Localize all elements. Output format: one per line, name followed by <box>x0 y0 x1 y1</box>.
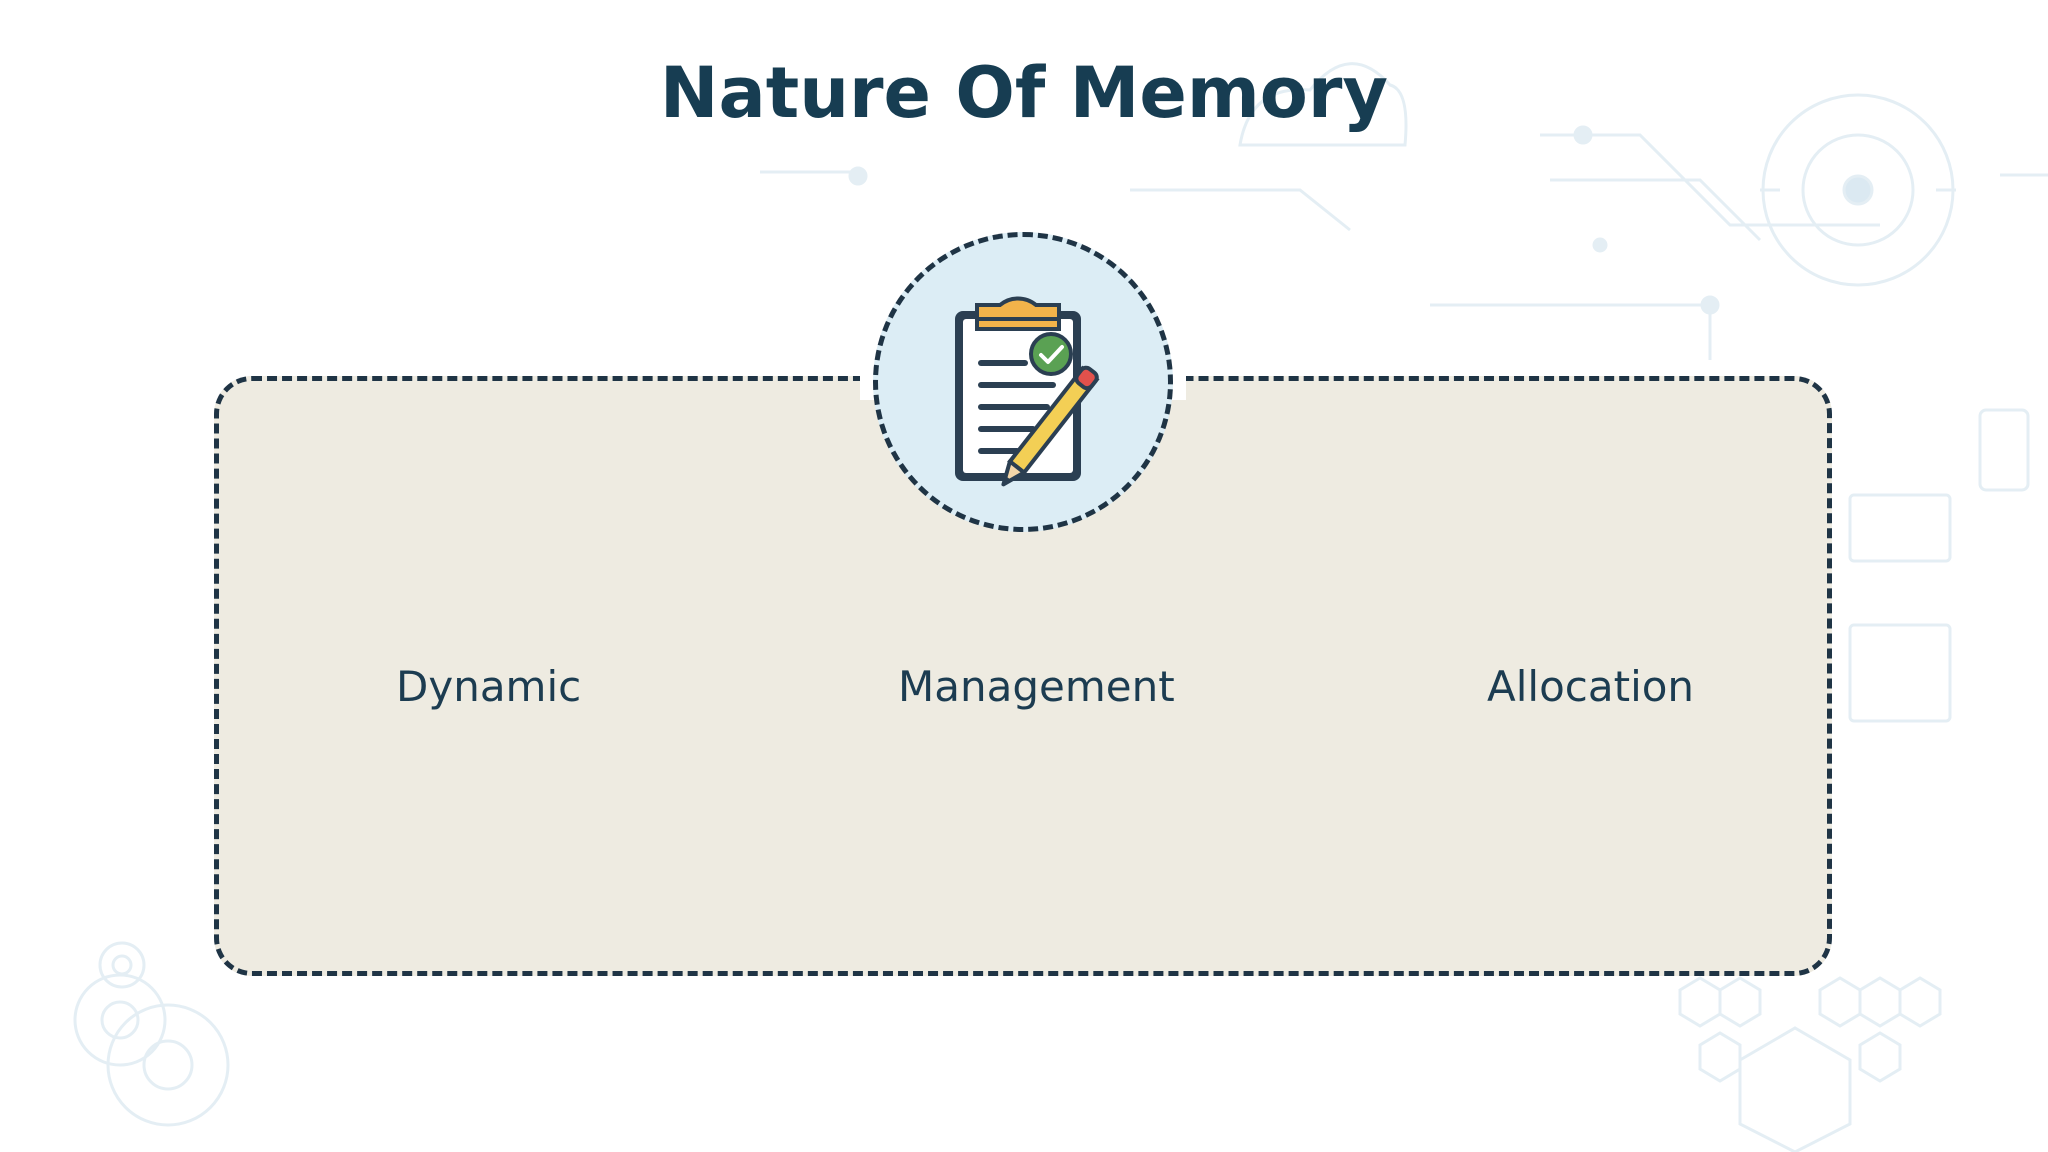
item-allocation: Allocation <box>1487 662 1695 711</box>
item-management: Management <box>898 662 1175 711</box>
clipboard-check-pencil-icon <box>955 296 1100 487</box>
slide-title: Nature Of Memory <box>659 52 1389 134</box>
item-dynamic: Dynamic <box>396 662 582 711</box>
